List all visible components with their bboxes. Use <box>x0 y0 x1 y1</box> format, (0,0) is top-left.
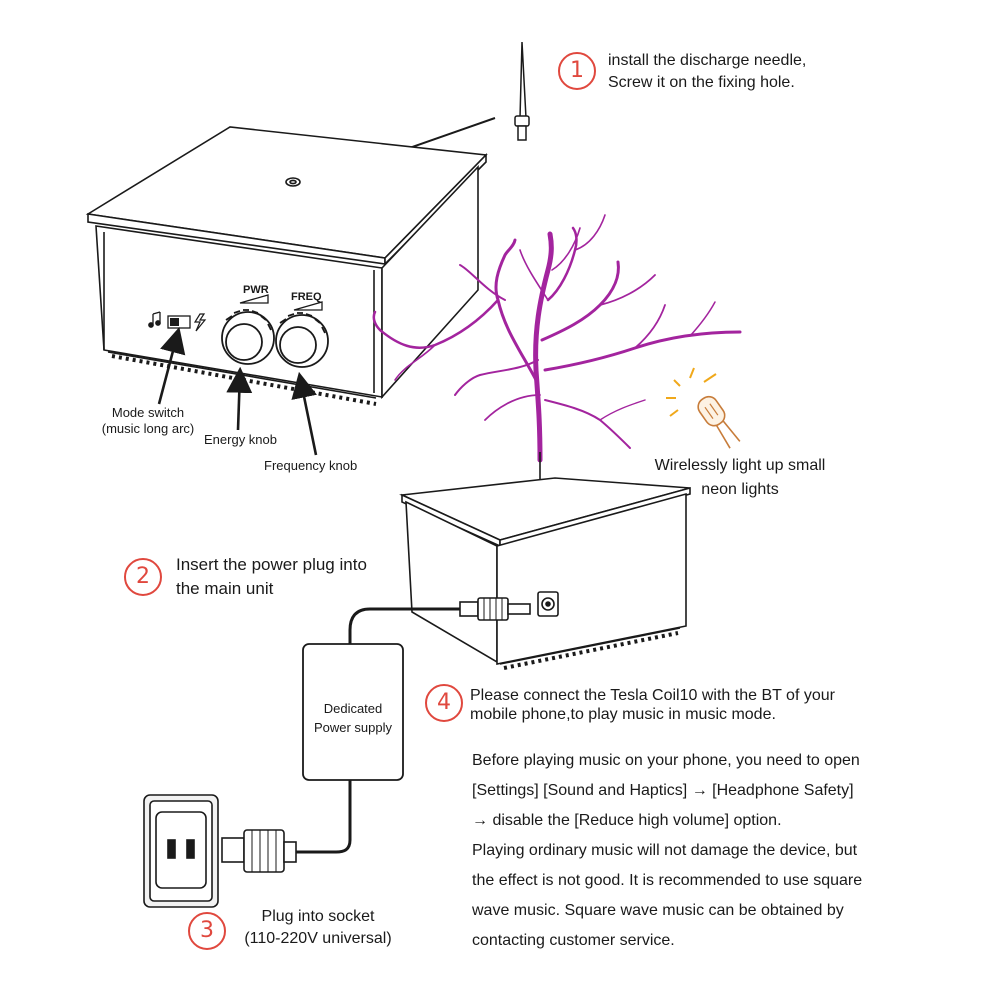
frequency-knob-label: Frequency knob <box>264 458 358 473</box>
mode-switch-label: Mode switch (music long arc) <box>88 405 208 437</box>
power-cable-lower <box>296 780 352 854</box>
neon-caption-line-2: neon lights <box>701 481 779 498</box>
mode-switch-label-line-2: (music long arc) <box>101 421 195 436</box>
note-line: the effect is not good. It is recommende… <box>472 872 863 889</box>
power-supply-label-line-1: Dedicated <box>323 701 383 716</box>
step-2-text: Insert the power plug into the main unit <box>176 553 367 601</box>
wall-socket-icon <box>143 794 219 908</box>
step-4-text: Please connect the Tesla Coil10 with the… <box>470 686 835 724</box>
step-3-badge: 3 <box>188 912 226 950</box>
step-4-badge: 4 <box>425 684 463 722</box>
freq-gauge-icon <box>293 301 323 311</box>
step-3-text: Plug into socket (110-220V universal) <box>228 906 408 950</box>
note-line: contacting customer service. <box>472 932 675 949</box>
mode-switch-label-line-1: Mode switch <box>111 405 185 420</box>
note-line: wave music. Square wave music can be obt… <box>472 902 844 919</box>
pwr-gauge-icon <box>239 294 269 304</box>
neon-caption: Wirelessly light up small neon lights <box>640 454 840 502</box>
notes-block: Before playing music on your phone, you … <box>472 746 862 956</box>
music-note-icon <box>148 311 161 328</box>
power-cable-upper <box>348 607 460 645</box>
pwr-label: PWR <box>243 284 269 296</box>
power-supply-label: Dedicated Power supply <box>303 699 403 737</box>
note-line: Playing ordinary music will not damage t… <box>472 842 858 859</box>
step-1-text: install the discharge needle, Screw it o… <box>608 50 806 94</box>
step-1-line-2: Screw it on the fixing hole. <box>608 74 795 91</box>
lightning-icon <box>193 313 207 332</box>
wall-plug-icon <box>221 829 297 873</box>
energy-knob-icon <box>221 309 275 365</box>
step-4-line-2: mobile phone,to play music in music mode… <box>470 706 776 723</box>
note-line: [Settings] [Sound and Haptics] → [Headph… <box>472 782 854 799</box>
neon-caption-line-1: Wirelessly light up small <box>654 457 826 474</box>
frequency-knob-icon <box>275 312 329 368</box>
power-supply-box <box>302 643 404 781</box>
neon-bulb-icon <box>666 367 741 449</box>
power-plug-icon <box>459 597 531 621</box>
step-1-line-1: install the discharge needle, <box>608 52 807 69</box>
plasma-arc <box>372 214 742 463</box>
power-supply-label-line-2: Power supply <box>313 720 393 735</box>
step-1-badge: 1 <box>558 52 596 90</box>
discharge-needle-icon <box>514 41 530 141</box>
step-3-line-2: (110-220V universal) <box>244 930 392 947</box>
toggle-switch-icon <box>167 315 191 329</box>
freq-label: FREQ <box>291 291 322 303</box>
step-2-line-1: Insert the power plug into <box>176 555 367 574</box>
step-4-line-1: Please connect the Tesla Coil10 with the… <box>470 687 835 704</box>
note-line: → disable the [Reduce high volume] optio… <box>472 812 782 829</box>
energy-knob-label: Energy knob <box>204 432 277 447</box>
step-2-badge: 2 <box>124 558 162 596</box>
main-unit-bottom <box>399 452 691 670</box>
note-line: Before playing music on your phone, you … <box>472 752 860 769</box>
step-2-line-2: the main unit <box>176 579 274 598</box>
step-3-line-1: Plug into socket <box>261 908 375 925</box>
